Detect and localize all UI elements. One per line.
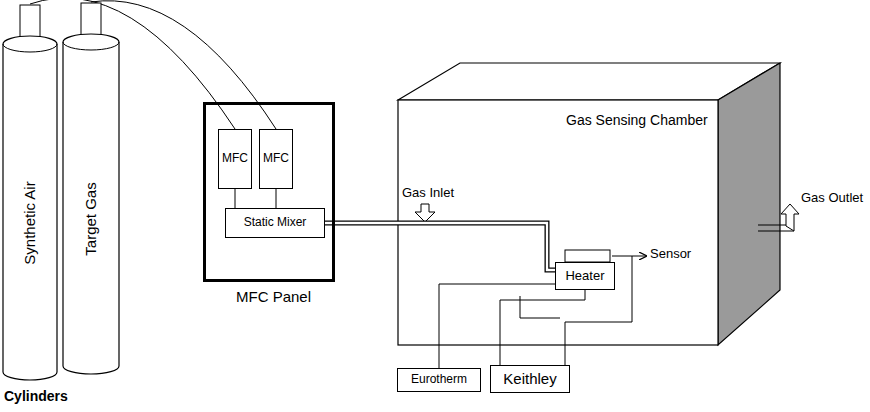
box-label: Keithley — [503, 370, 556, 387]
part-label: Sensor — [650, 247, 691, 262]
outlet-arrow — [781, 204, 799, 231]
chamber-top-face — [398, 63, 780, 100]
box-label: MFC — [222, 152, 248, 166]
tube-bore — [325, 223, 555, 270]
connector-line — [325, 223, 555, 270]
static-mixer: Static Mixer — [225, 208, 325, 238]
panel-label: MFC Panel — [236, 288, 311, 305]
mfc-panel: MFC PanelMFCMFCStatic Mixer — [203, 102, 335, 282]
group-label: Cylinders — [4, 388, 68, 404]
sensor-pointer — [612, 256, 646, 257]
cylinder-label: Synthetic Air — [21, 182, 38, 265]
connector — [500, 290, 585, 365]
chamber-label: Gas Sensing Chamber — [566, 112, 708, 128]
mass-flow-controller: MFC — [259, 129, 293, 189]
gas-tube — [325, 223, 555, 270]
meter-box: Keithley — [490, 365, 570, 393]
flow-label: Gas Outlet — [801, 191, 863, 206]
connector-line — [235, 189, 236, 208]
gas-cylinder: Target Gas — [62, 2, 120, 376]
sensing-chamber: Gas Sensing ChamberHeater — [398, 100, 718, 345]
cylinder-body — [63, 34, 119, 374]
cylinder-label: Target Gas — [82, 182, 99, 255]
chamber-side-face — [718, 63, 780, 345]
flow-label: Gas Inlet — [402, 186, 454, 201]
box-label: Eurotherm — [411, 373, 467, 387]
heater-box: Heater — [555, 262, 615, 290]
cylinder-body — [3, 36, 57, 380]
connector-line — [276, 189, 277, 208]
connector-line — [500, 290, 585, 365]
wire — [520, 296, 560, 318]
inlet-arrow — [415, 204, 435, 222]
sensor-element — [565, 250, 610, 262]
cylinder-rim — [3, 44, 57, 52]
connector — [235, 189, 236, 208]
box-label: MFC — [263, 152, 289, 166]
box-label: Heater — [565, 269, 604, 284]
cylinder-rim — [63, 42, 119, 50]
connector-line — [439, 284, 555, 368]
connector — [439, 284, 555, 368]
box-label: Static Mixer — [244, 216, 307, 230]
gas-cylinder: Synthetic Air — [2, 4, 58, 382]
wire — [565, 256, 632, 365]
outlet-pipe — [758, 225, 786, 226]
connector — [276, 189, 277, 208]
mass-flow-controller: MFC — [218, 129, 252, 189]
outlet-pipe — [758, 231, 794, 232]
controller-box: Eurotherm — [397, 368, 481, 392]
